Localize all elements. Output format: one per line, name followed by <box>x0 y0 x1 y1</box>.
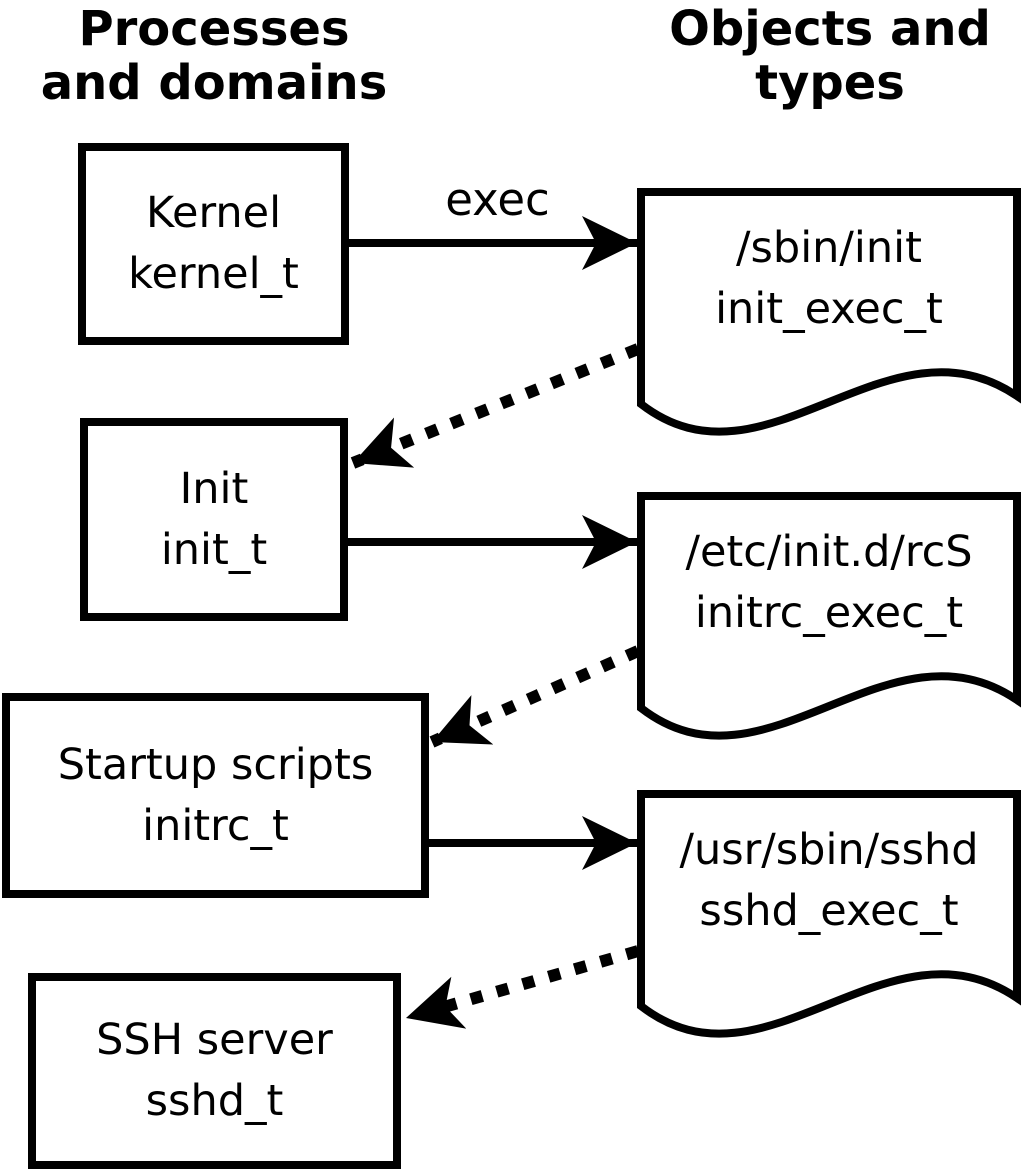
process-domain-type: sshd_t <box>145 1076 284 1126</box>
process-box-startup-scripts: Startup scripts initrc_t <box>2 693 429 898</box>
process-name: Startup scripts <box>57 739 374 790</box>
column-heading-processes: Processes and domains <box>0 2 428 110</box>
document-outline <box>637 188 1021 436</box>
heading-line: Processes <box>78 1 350 57</box>
document-shape <box>637 790 1021 1038</box>
object-document-sbin-init: /sbin/init init_exec_t <box>633 184 1024 440</box>
heading-line: Objects and <box>669 1 991 57</box>
column-heading-objects: Objects and types <box>618 2 1024 110</box>
object-type: sshd_exec_t <box>699 886 959 936</box>
document-outline <box>637 790 1021 1038</box>
process-name: SSH server <box>96 1015 333 1065</box>
heading-line: and domains <box>40 55 388 111</box>
exec-arrow-label: exec <box>445 173 550 226</box>
object-path: /usr/sbin/sshd <box>679 825 979 875</box>
transition-arrow-rcs-to-initrc-domain <box>429 645 641 748</box>
heading-line: types <box>755 55 905 111</box>
transition-arrow-sshd-exec-to-sshd-domain <box>404 945 640 1029</box>
process-box-kernel: Kernel kernel_t <box>78 143 349 345</box>
process-domain-type: init_t <box>160 524 268 575</box>
process-name: Init <box>179 463 249 514</box>
document-shape <box>637 188 1021 436</box>
process-box-ssh-server: SSH server sshd_t <box>28 973 401 1169</box>
transition-arrow-sbin-init-to-init-domain <box>350 343 641 469</box>
document-outline <box>637 492 1021 740</box>
object-type: initrc_exec_t <box>694 588 964 638</box>
object-path: /etc/init.d/rcS <box>685 527 973 577</box>
document-shape <box>637 492 1021 740</box>
process-box-init: Init init_t <box>80 418 348 621</box>
process-name: Kernel <box>145 188 282 238</box>
object-type: init_exec_t <box>715 284 943 334</box>
process-domain-type: initrc_t <box>142 800 289 851</box>
object-document-etc-init-d-rcs: /etc/init.d/rcS initrc_exec_t <box>633 488 1024 744</box>
process-domain-type: kernel_t <box>128 249 299 299</box>
object-path: /sbin/init <box>736 223 922 273</box>
object-document-usr-sbin-sshd: /usr/sbin/sshd sshd_exec_t <box>633 786 1024 1042</box>
